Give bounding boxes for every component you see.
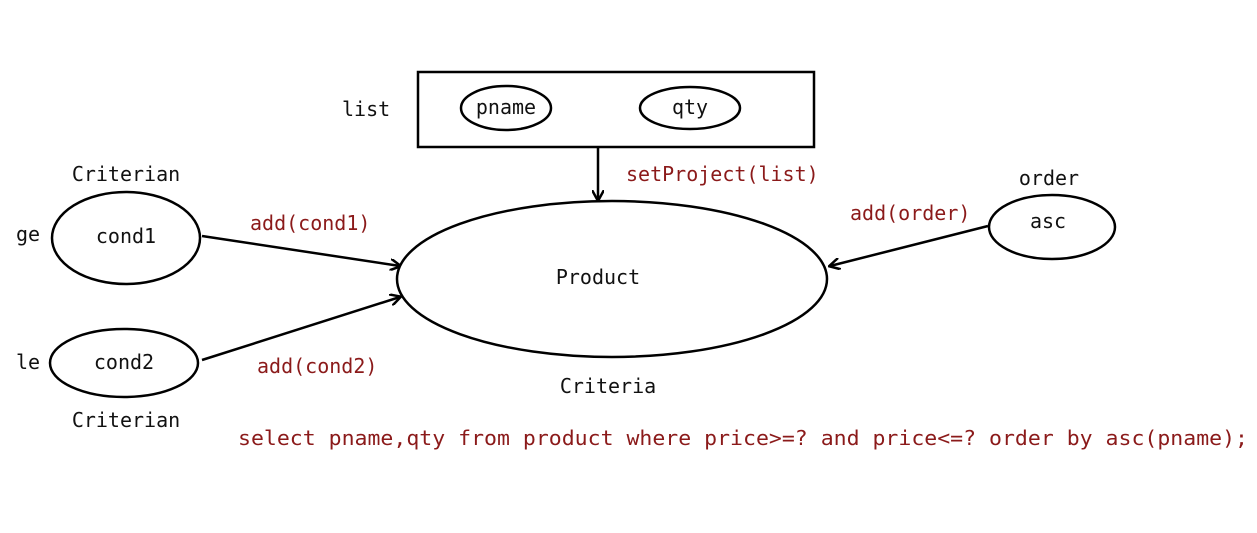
asc-label: asc <box>1030 209 1066 233</box>
cond1-label: cond1 <box>96 224 156 248</box>
list-label: list <box>342 97 390 121</box>
add-cond1-label: add(cond1) <box>250 211 370 235</box>
criterian-top-caption: Criterian <box>72 162 180 186</box>
add-cond2-arrow <box>201 297 400 362</box>
product-label: Product <box>556 265 640 289</box>
criteria-caption: Criteria <box>560 374 656 398</box>
sql-statement: select pname,qty from product where pric… <box>238 426 1248 450</box>
cond1-node <box>50 190 202 286</box>
product-node <box>395 199 829 359</box>
order-caption: order <box>1019 166 1079 190</box>
asc-node <box>987 193 1117 261</box>
add-cond2-label: add(cond2) <box>257 354 377 378</box>
operator-le-label: le <box>16 350 40 374</box>
operator-ge-label: ge <box>16 222 40 246</box>
pname-node <box>459 84 553 132</box>
set-project-label: setProject(list) <box>626 162 819 186</box>
cond2-node <box>48 327 200 399</box>
qty-node <box>638 85 742 131</box>
pname-label: pname <box>476 95 536 119</box>
criterian-bottom-caption: Criterian <box>72 408 180 432</box>
add-cond1-arrow <box>201 234 400 266</box>
cond2-label: cond2 <box>94 350 154 374</box>
add-order-label: add(order) <box>850 201 970 225</box>
qty-label: qty <box>672 95 708 119</box>
add-order-arrow <box>830 224 989 266</box>
